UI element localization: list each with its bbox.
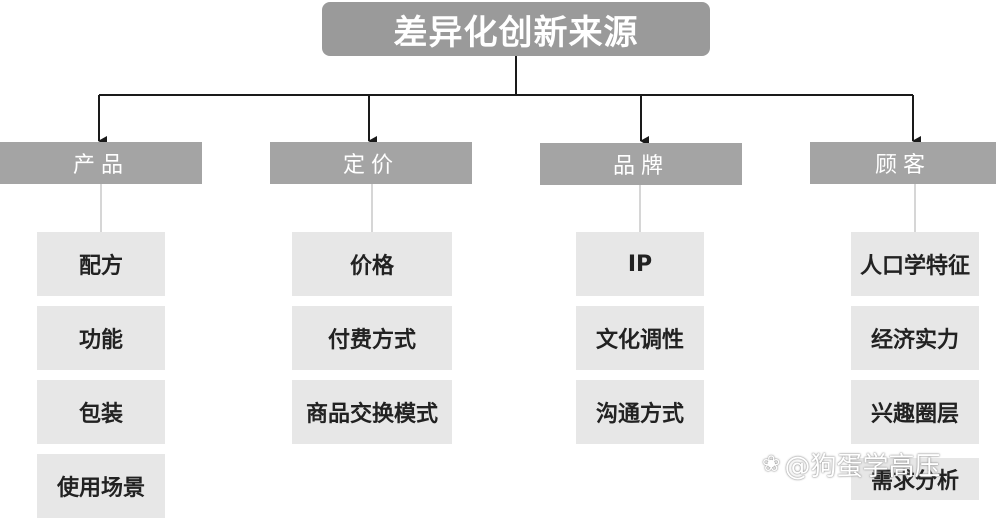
leaf-item: 经济实力 <box>851 306 979 370</box>
leaf-label: 付费方式 <box>327 328 416 353</box>
leaf-label: 配方 <box>78 254 123 279</box>
leaf-label: 价格 <box>349 254 394 279</box>
leaf-label: 沟通方式 <box>595 402 684 427</box>
category-customer: 顾客 <box>810 142 996 184</box>
leaf-label: 经济实力 <box>870 328 959 353</box>
category-product: 产品 <box>0 142 202 184</box>
leaf-label: 包装 <box>78 402 123 427</box>
leaf-item: 价格 <box>292 232 452 296</box>
category-pricing: 定价 <box>270 142 472 184</box>
leaf-label: 功能 <box>78 328 123 353</box>
category-label: 品牌 <box>612 154 669 179</box>
leaf-item: 需求分析 <box>851 458 979 500</box>
watermark: ❀ @狗蛋学高压 <box>762 446 940 482</box>
leaf-item: 包装 <box>37 380 165 444</box>
leaf-item: 商品交换模式 <box>292 380 452 444</box>
category-label: 定价 <box>342 153 399 178</box>
leaf-label: 兴趣圈层 <box>870 402 959 427</box>
leaf-item: 配方 <box>37 232 165 296</box>
leaf-label: 人口学特征 <box>859 254 970 279</box>
leaf-item: 人口学特征 <box>851 232 979 296</box>
leaf-label: 需求分析 <box>870 469 959 494</box>
leaf-item: 功能 <box>37 306 165 370</box>
leaf-item: IP <box>576 232 704 296</box>
leaf-label: IP <box>627 251 653 277</box>
root-node-label: 差异化创新来源 <box>393 12 639 53</box>
root-node: 差异化创新来源 <box>322 2 710 56</box>
category-label: 顾客 <box>874 153 931 178</box>
leaf-label: 使用场景 <box>56 476 145 501</box>
leaf-item: 文化调性 <box>576 306 704 370</box>
paw-icon: ❀ <box>762 451 781 477</box>
category-label: 产品 <box>72 153 129 178</box>
watermark-text: @狗蛋学高压 <box>784 451 941 482</box>
leaf-item: 兴趣圈层 <box>851 380 979 444</box>
leaf-item: 付费方式 <box>292 306 452 370</box>
connector-lines <box>98 56 921 232</box>
leaf-item: 使用场景 <box>37 454 165 518</box>
category-brand: 品牌 <box>540 143 742 185</box>
leaf-item: 沟通方式 <box>576 380 704 444</box>
leaf-label: 商品交换模式 <box>305 402 438 427</box>
leaf-label: 文化调性 <box>595 328 684 353</box>
